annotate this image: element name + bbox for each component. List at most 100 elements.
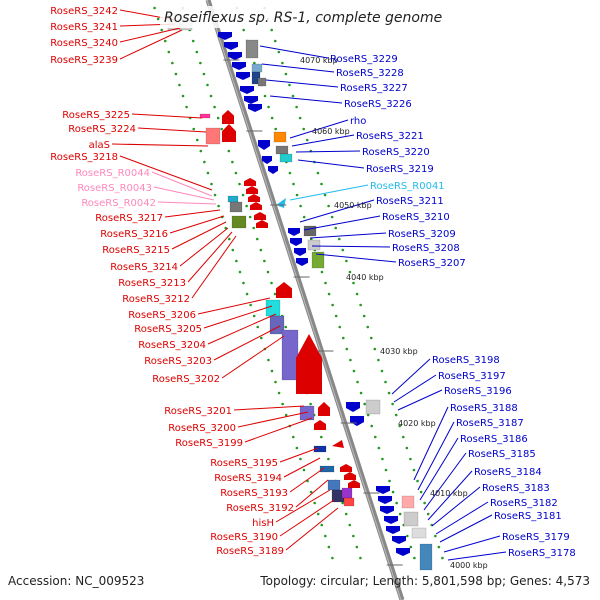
tick-dot <box>412 468 416 472</box>
accession-value: NC_009523 <box>75 574 145 588</box>
tick-dot <box>281 402 284 406</box>
tick-dot <box>320 182 323 186</box>
gene-arrow-forward <box>332 440 344 448</box>
gene-arrow-reverse <box>236 72 250 80</box>
tick-dot <box>441 556 444 560</box>
tick-dot <box>419 490 423 494</box>
tick-dot <box>192 127 196 131</box>
tick-dot <box>348 270 352 274</box>
length-label: Length: <box>372 574 419 588</box>
gene-label-left: hisH <box>252 518 274 529</box>
label-connector <box>315 253 397 263</box>
tick-dot <box>291 435 295 439</box>
kbp-tick-label: 4020 kbp <box>398 419 436 428</box>
tick-dot <box>267 358 270 362</box>
tick-dot <box>334 226 338 230</box>
tick-dot <box>398 512 402 516</box>
label-connector <box>447 551 507 561</box>
gene-label-right: RoseRS_3188 <box>450 403 518 414</box>
label-connector <box>265 79 339 88</box>
gene-label-right: RoseRS_3221 <box>356 131 424 142</box>
tick-dot <box>203 160 206 164</box>
tick-dot <box>267 105 270 109</box>
gene-label-left: RoseRS_3190 <box>210 532 278 543</box>
tick-dot <box>380 369 384 373</box>
tick-dot <box>381 457 384 461</box>
tick-dot <box>284 72 288 76</box>
tick-dot <box>206 171 210 175</box>
accession-info: Accession: NC_009523 <box>8 574 144 588</box>
gene-arrow-reverse <box>346 402 360 412</box>
gene-feature <box>229 201 243 213</box>
tick-dot <box>238 182 241 186</box>
tick-dot <box>224 226 228 230</box>
tick-dot <box>320 270 324 274</box>
gene-feature <box>251 63 263 73</box>
tick-dot <box>426 512 430 516</box>
tick-dot <box>316 512 320 516</box>
label-connector <box>197 297 271 315</box>
tick-dot <box>359 556 362 560</box>
tick-dot <box>292 182 295 186</box>
tick-dot <box>356 380 359 384</box>
gene-arrow-forward <box>250 202 262 210</box>
tick-dot <box>270 369 274 373</box>
tick-dot <box>263 259 266 263</box>
label-connector <box>431 486 481 527</box>
tick-dot <box>359 303 362 307</box>
gene-arrow-reverse <box>244 96 258 104</box>
tick-dot <box>366 413 370 417</box>
tick-dot <box>331 556 334 560</box>
tick-dot <box>295 105 298 109</box>
label-connector <box>393 374 437 403</box>
tick-dot <box>185 105 188 109</box>
tick-dot <box>362 314 366 318</box>
gene-arrow-reverse <box>228 52 242 60</box>
gene-label-left: RoseRS_3205 <box>134 324 202 335</box>
genes-label: Genes: <box>509 574 552 588</box>
label-connector <box>419 437 459 501</box>
tick-dot <box>341 336 345 340</box>
gene-label-right: RoseRS_3187 <box>456 418 524 429</box>
tick-dot <box>302 127 306 131</box>
label-connector <box>119 29 183 60</box>
tick-dot <box>231 160 234 164</box>
tick-dot <box>334 314 338 318</box>
gene-label-right: RoseRS_3229 <box>330 54 398 65</box>
tick-dot <box>391 402 394 406</box>
label-connector <box>169 215 225 234</box>
tick-dot <box>355 292 359 296</box>
label-connector <box>435 501 489 535</box>
tick-dot <box>434 534 437 538</box>
tick-dot <box>388 479 391 483</box>
tick-dot <box>242 281 245 285</box>
gene-feature <box>365 399 381 415</box>
tick-dot <box>324 534 327 538</box>
gene-arrow-reverse <box>240 86 254 94</box>
tick-dot <box>256 325 260 329</box>
gene-arrow-reverse <box>232 62 246 70</box>
gene-feature <box>231 215 247 229</box>
gene-label-left: RoseRS_3193 <box>220 488 288 499</box>
gene-label-right: rho <box>350 116 366 127</box>
tick-dot <box>273 39 277 43</box>
tick-dot <box>259 248 263 252</box>
label-connector <box>187 231 233 283</box>
kbp-tick-label: 4050 kbp <box>334 201 372 210</box>
tick-dot <box>284 413 288 417</box>
gene-label-left: RoseRS_R0042 <box>81 198 156 209</box>
tick-dot <box>234 171 238 175</box>
label-connector <box>119 155 213 191</box>
gene-feature <box>311 251 325 269</box>
gene-arrow-forward <box>348 480 360 488</box>
gene-feature <box>279 153 293 163</box>
tick-dot <box>316 171 320 175</box>
gene-arrow-reverse <box>262 156 272 164</box>
tick-dot <box>284 325 288 329</box>
gene-label-right: RoseRS_3227 <box>340 83 408 94</box>
kbp-tick-label: 4060 kbp <box>312 127 350 136</box>
gene-arrow-reverse <box>396 548 410 556</box>
tick-dot <box>416 479 419 483</box>
tick-dot <box>277 50 281 54</box>
tick-dot <box>227 149 231 153</box>
